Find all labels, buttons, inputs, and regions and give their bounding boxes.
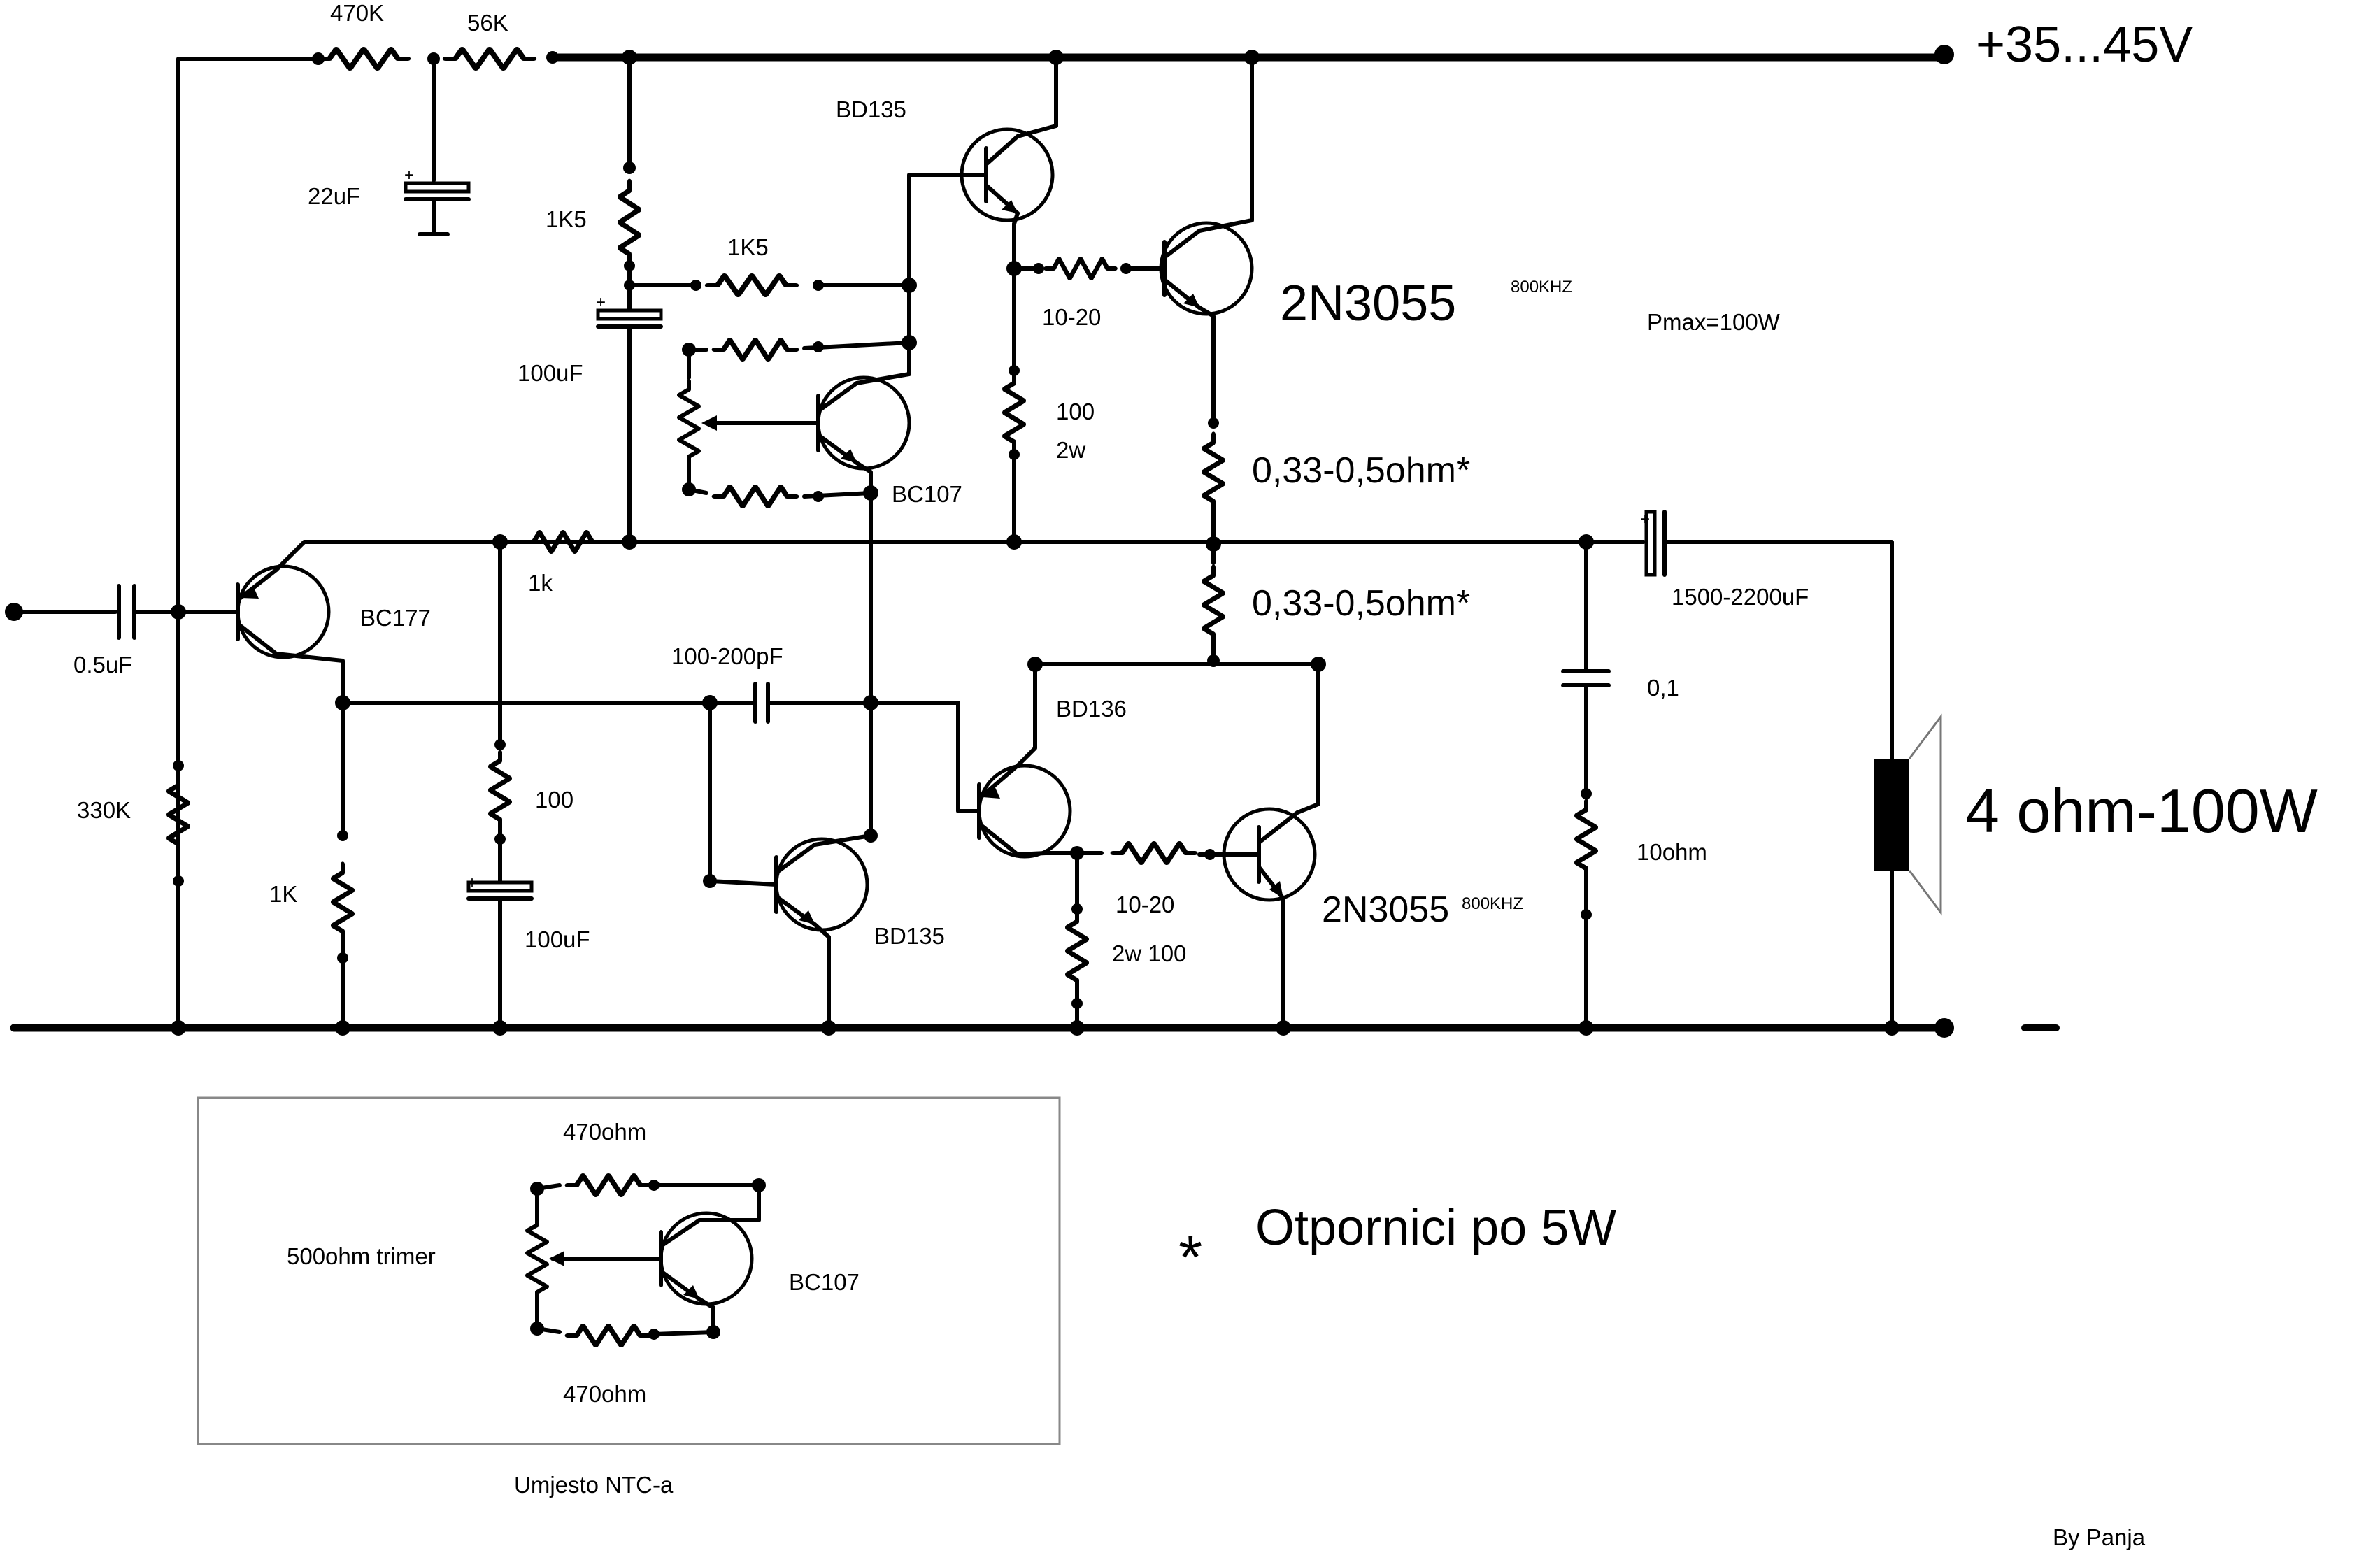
capacitor-input (117, 584, 136, 640)
inset-label-r-top: 470ohm (563, 1119, 646, 1145)
resistor-emitter-top (1204, 434, 1223, 510)
transistor-bd135-vas (774, 837, 869, 932)
label-100uf-bootstrap: 100uF (518, 360, 583, 386)
capacitor-22uf: + (404, 166, 471, 236)
label-bd135-vas: BD135 (874, 923, 945, 949)
label-1k-collector: 1K (269, 881, 297, 907)
label-1k5-vertical: 1K5 (546, 206, 587, 232)
label-speaker: 4 ohm-100W (1965, 776, 2318, 845)
capacitor-output: + (1640, 510, 1667, 577)
label-100: 100 (535, 787, 573, 813)
label-800khz-bottom: 800KHZ (1462, 894, 1523, 913)
label-bd136: BD136 (1056, 696, 1127, 722)
wire-feed-470k (176, 57, 320, 1030)
label-1k5-horizontal: 1K5 (727, 234, 769, 260)
label-330k: 330K (77, 797, 131, 823)
resistor-vbe-bottom (715, 487, 797, 506)
resistor-10-20-top (1046, 259, 1116, 278)
label-22uf: 22uF (308, 183, 360, 209)
resistor-100-2w-top (1004, 375, 1024, 450)
label-bc107: BC107 (892, 481, 962, 507)
inset-resistor-bottom (568, 1326, 650, 1345)
resistor-zobel (1576, 801, 1596, 877)
resistor-1k-collector (333, 864, 352, 940)
transistor-bc177 (236, 564, 331, 659)
inset-label-r-bottom: 470ohm (563, 1381, 646, 1407)
inset-label-bc107: BC107 (789, 1269, 860, 1295)
label-800khz-top: 800KHZ (1511, 278, 1572, 296)
label-bc177: BC177 (360, 605, 431, 631)
label-pmax: Pmax=100W (1647, 309, 1781, 335)
label-miller-cap: 100-200pF (671, 643, 783, 669)
label-10-20-bottom: 10-20 (1116, 892, 1174, 917)
resistor-emitter-bottom (1204, 567, 1223, 643)
resistor-vbe-top (715, 340, 797, 359)
transistor-bd136 (977, 764, 1072, 859)
transistor-2n3055-top (1159, 221, 1254, 316)
resistor-100 (490, 752, 510, 828)
speaker-icon (1874, 713, 1942, 916)
inset-label-trimmer: 500ohm trimer (287, 1243, 436, 1269)
inset-caption: Umjesto NTC-a (514, 1472, 674, 1498)
note-author: By Panja (2053, 1524, 2146, 1550)
resistor-100-2w-bottom (1067, 913, 1087, 989)
note-resistor-wattage: Otpornici po 5W (1255, 1200, 1616, 1256)
label-2w-top: 2w (1056, 437, 1085, 463)
label-2n3055-bottom: 2N3055 (1322, 889, 1449, 930)
inset-trimmer (527, 1217, 547, 1301)
label-emitter-bottom: 0,33-0,5ohm* (1252, 583, 1470, 624)
label-zobel-cap: 0,1 (1647, 675, 1679, 701)
capacitor-zobel (1561, 669, 1611, 687)
potentiometer-vbe (679, 381, 699, 465)
label-470k: 470K (330, 0, 384, 26)
label-2n3055-top: 2N3055 (1280, 275, 1456, 331)
resistor-56k (446, 49, 534, 69)
positive-supply-label: +35...45V (1976, 17, 2193, 73)
resistor-1k5-vertical (620, 182, 639, 264)
resistor-10-20-bottom (1113, 843, 1195, 863)
svg-text:+: + (596, 293, 606, 312)
label-emitter-top: 0,33-0,5ohm* (1252, 450, 1470, 491)
transistor-2n3055-bottom (1222, 807, 1317, 902)
transistor-bc107 (816, 375, 911, 471)
label-100-top: 100 (1056, 399, 1095, 424)
label-1k-feedback: 1k (528, 570, 553, 596)
negative-terminal (1934, 1018, 1954, 1038)
inset-resistor-top (568, 1175, 650, 1195)
note-asterisk: * (1178, 1222, 1202, 1291)
label-input-cap: 0.5uF (73, 652, 132, 678)
positive-terminal (1934, 45, 1954, 64)
label-56k: 56K (467, 10, 508, 36)
inset-box (197, 1096, 1061, 1445)
resistor-470k (320, 49, 408, 69)
label-10-20-top: 10-20 (1042, 304, 1101, 330)
label-zobel-res: 10ohm (1637, 839, 1707, 865)
resistor-1k5-horizontal (708, 275, 796, 295)
inset-transistor-bc107 (659, 1211, 754, 1306)
label-100uf-feedback: 100uF (525, 926, 590, 952)
label-2w-100-bottom: 2w 100 (1112, 940, 1186, 966)
svg-text:+: + (404, 166, 414, 185)
label-output-cap: 1500-2200uF (1672, 584, 1809, 610)
label-bd135-top: BD135 (836, 96, 906, 122)
